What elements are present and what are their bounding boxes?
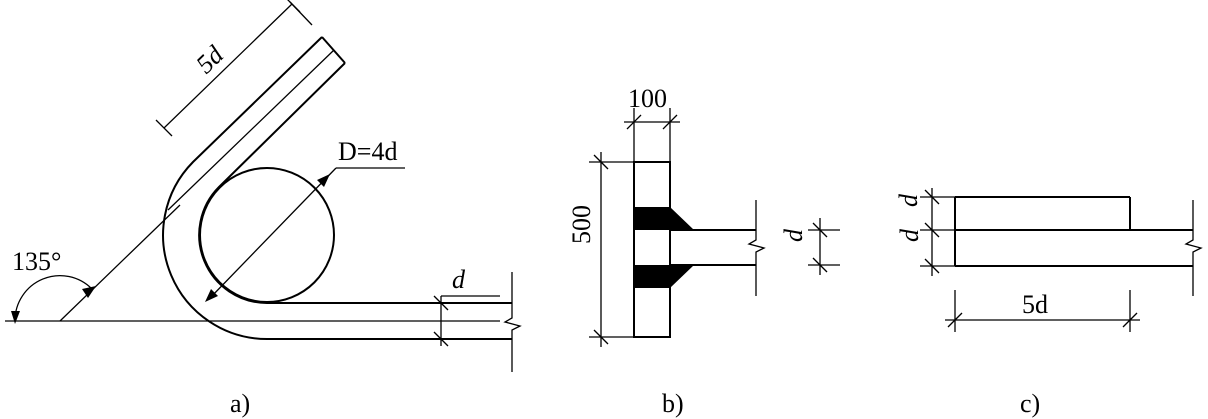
thickness-label-1: d [894, 193, 923, 207]
bar-label: d [452, 265, 466, 294]
height-tick-top [593, 154, 609, 170]
lap-length-tick-right [1122, 312, 1138, 328]
lap-length-tick-left [947, 312, 963, 328]
figure-b-plate: 100 500 d b) [567, 84, 840, 418]
inclined-reference-line [59, 204, 181, 322]
bar-d-label: d [779, 228, 808, 242]
angle-label: 135° [12, 247, 61, 276]
width-label: 100 [628, 84, 667, 113]
diameter-arrowhead-upper [317, 174, 330, 187]
length-label: 5d [190, 39, 230, 79]
hook-bar-inner [198, 62, 512, 304]
length-tick-lower [155, 119, 173, 137]
angle-arc [14, 275, 93, 322]
hook-bar-outer [162, 36, 512, 340]
height-label: 500 [567, 205, 596, 244]
bar-tick-top [433, 295, 449, 311]
figure-a-hook: 135° 5d D=4d d a) [5, 0, 522, 418]
lap-break-line [1184, 200, 1203, 296]
thickness-label-2: d [895, 228, 924, 242]
thickness-tick-bottom [924, 258, 940, 274]
angle-arrowhead-left [11, 311, 20, 324]
lap-length-label: 5d [1022, 290, 1048, 319]
length-dimension-line [163, 3, 293, 129]
width-tick-left [626, 114, 642, 130]
bar-d-tick-top [812, 222, 828, 238]
hook-centerline [167, 49, 335, 211]
weld-bottom [634, 265, 694, 288]
width-tick-right [662, 114, 678, 130]
thickness-tick-top [924, 189, 940, 205]
thickness-tick-middle [924, 222, 940, 238]
angle-arrowhead-top [82, 286, 96, 298]
bar-tick-bottom [433, 331, 449, 347]
caption-b: b) [662, 389, 684, 418]
diameter-leader-line [209, 167, 337, 299]
caption-a: a) [230, 389, 250, 418]
bend-pin-circle [199, 167, 335, 303]
anchor-plate [633, 161, 671, 338]
caption-c: c) [1020, 389, 1040, 418]
bar-break-line [747, 200, 766, 296]
bar-d-tick-bottom [812, 257, 828, 273]
diameter-label: D=4d [338, 137, 397, 166]
figure-c-lap: d d 5d c) [894, 188, 1203, 418]
break-line [503, 272, 522, 372]
length-extension-upper [289, 1, 313, 26]
diameter-arrowhead-lower [205, 289, 218, 302]
weld-top [634, 207, 694, 230]
height-tick-bottom [593, 329, 609, 345]
